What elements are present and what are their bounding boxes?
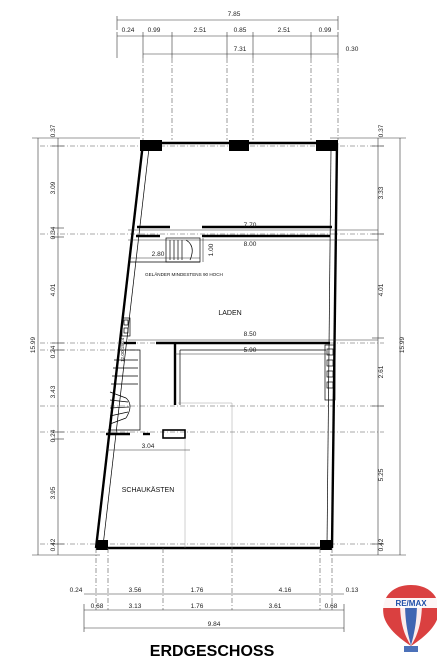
dim-inner-304: 3.04 [142,443,155,450]
dim-right-3: 2.61 [378,365,385,378]
lower-wall-stub [162,429,186,439]
lower-staircase [108,349,141,431]
dim-inner-280: 2.80 [152,251,165,258]
dim-bottom2-0: 0.68 [91,603,104,610]
dim-right-4: 5.25 [378,468,385,481]
inner-dimensions: 7.70 8.00 2.80 1.00 8.50 5.90 3.04 [106,222,378,451]
dim-bottom2-1: 3.13 [129,603,142,610]
dim-left-8: 0.42 [50,538,57,551]
building-walls [94,140,339,550]
dim-left-4: 0.24 [50,345,57,358]
pillar-top-left [140,140,162,151]
dim-bottom1-2: 1.76 [191,587,204,594]
dim-left-0: 0.37 [50,124,57,137]
remax-logo: RE/MAX [383,585,437,652]
dim-right-2: 4.01 [378,283,385,296]
right-dimensions: 0.37 3.33 4.01 2.61 5.25 0.42 15.99 [330,124,406,556]
dim-bottom2-4: 0.68 [325,603,338,610]
pillar-bottom-right [320,540,332,550]
dim-top-inner: 7.31 [234,46,247,53]
dim-top-0: 0.24 [122,27,135,34]
dim-bottom1-1: 3.56 [129,587,142,594]
dim-left-5: 3.43 [50,385,57,398]
pillar-bottom-left [96,540,108,550]
dim-left-7: 3.95 [50,486,57,499]
dim-bottom1-0: 0.24 [70,587,83,594]
dim-bottom2-3: 3.61 [269,603,282,610]
bottom-dimensions: 0.24 3.56 1.76 4.16 0.13 0.68 3.13 1.76 … [70,548,359,632]
dim-left-3: 4.01 [50,283,57,296]
dim-inner-770: 7.70 [244,222,257,229]
dim-top-6: 0.30 [346,46,359,53]
railing-note: GELÄNDER MINDESTENS 90 HOCH [145,271,223,277]
page-title: ERDGESCHOSS [150,643,275,660]
dim-bottom1-3: 4.16 [279,587,292,594]
dim-top-5: 0.99 [319,27,332,34]
dim-right-0: 0.37 [378,124,385,137]
dim-stair-height: 1.00 [208,243,215,256]
dim-left-2: 0.34 [50,226,57,239]
upper-stair-well [165,237,201,263]
dim-bottom-total: 9.84 [208,621,221,628]
pillar-top-mid [229,140,249,151]
dim-right-5: 0.42 [378,538,385,551]
dim-inner-850: 8.50 [244,331,257,338]
remax-logo-text: RE/MAX [395,599,427,608]
dim-inner-590: 5.90 [244,347,257,354]
dim-top-1: 0.99 [148,27,161,34]
chimney-right [324,344,336,401]
dim-left-1: 3.09 [50,181,57,194]
room-label-schaukaesten: SCHAUKÄSTEN [122,486,175,494]
dim-right-total: 15.99 [399,336,406,353]
pillar-top-right [316,140,338,151]
dim-left-total: 15.99 [30,336,37,353]
dim-inner-800: 8.00 [244,241,257,248]
dim-top-3: 0.85 [234,27,247,34]
dim-bottom2-2: 1.76 [191,603,204,610]
room-label-laden: LADEN [218,310,241,317]
top-dimensions: 7.85 0.24 0.99 2.51 0.85 2.51 0.99 0.30 … [116,11,359,140]
dim-top-4: 2.51 [278,27,291,34]
dim-bottom1-4: 0.13 [346,587,359,594]
dim-right-1: 3.33 [378,186,385,199]
dim-top-2: 2.51 [194,27,207,34]
chimney-left [121,317,131,337]
left-dimensions: 15.99 0.37 3.09 0.34 4.01 0.24 3.43 0.24… [30,124,140,556]
dim-left-6: 0.24 [50,429,57,442]
dim-top-total: 7.85 [228,11,241,18]
stair-note: 12.00 18/24 [120,337,125,362]
